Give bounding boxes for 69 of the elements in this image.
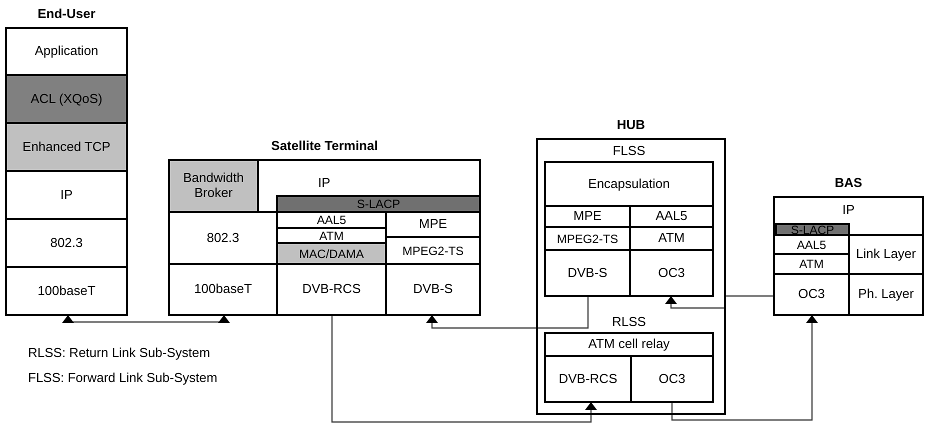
protocol-layer-box bbox=[630, 206, 713, 227]
layer-label: DVB-S bbox=[412, 282, 454, 297]
stack-title: Satellite Terminal bbox=[270, 138, 379, 153]
layer-label: 802.3 bbox=[206, 230, 240, 246]
protocol-layer-box bbox=[545, 206, 630, 227]
protocol-layer-box bbox=[277, 196, 480, 212]
connector-arrow bbox=[62, 315, 230, 323]
connector-arrow bbox=[426, 296, 589, 329]
layer-label: ATM bbox=[657, 231, 686, 246]
protocol-layer-box bbox=[545, 227, 630, 250]
layer-label: DVB-RCS bbox=[301, 282, 362, 297]
protocol-layer-box bbox=[258, 160, 480, 212]
layer-label: IP bbox=[317, 176, 332, 191]
subsystem-title: RLSS bbox=[611, 314, 647, 329]
layer-label: 100baseT bbox=[193, 282, 253, 297]
connector-arrow bbox=[671, 315, 818, 421]
layer-label: ATM bbox=[318, 230, 345, 242]
protocol-layer-box bbox=[774, 235, 849, 254]
layer-label: Application bbox=[34, 44, 100, 59]
layer-label: Ph. Layer bbox=[857, 287, 915, 302]
protocol-layer-box bbox=[6, 75, 127, 123]
layer-label: 100baseT bbox=[36, 284, 96, 298]
stack-title: End-User bbox=[36, 6, 96, 21]
layer-label: MPEG2-TS bbox=[401, 244, 465, 256]
protocol-layer-box bbox=[776, 224, 849, 235]
layer-label: 802.3 bbox=[49, 236, 84, 250]
protocol-layer-box bbox=[277, 243, 386, 264]
layer-label: Encapsulation bbox=[587, 176, 671, 192]
protocol-layer-box bbox=[386, 212, 480, 237]
layer-label: IP bbox=[59, 188, 74, 202]
layer-label: ACL (XQoS) bbox=[30, 92, 104, 106]
layer-label: AAL5 bbox=[796, 238, 828, 250]
stack-title: BAS bbox=[834, 175, 864, 190]
layer-label: MAC/DAMA bbox=[298, 248, 365, 260]
layer-label: DVB-RCS bbox=[558, 372, 618, 386]
protocol-layer-box bbox=[774, 254, 849, 274]
layer-label: Bandwidth Broker bbox=[182, 171, 245, 201]
layer-label: MPE bbox=[572, 209, 603, 224]
layer-label: OC3 bbox=[658, 372, 686, 386]
layer-label: S-LACP bbox=[790, 224, 836, 236]
protocol-layer-box bbox=[277, 212, 386, 228]
note-text: FLSS: Forward Link Sub-System bbox=[28, 370, 218, 385]
layer-label: ATM cell relay bbox=[587, 337, 671, 352]
layer-label: S-LACP bbox=[356, 198, 402, 210]
protocol-layer-box bbox=[630, 227, 713, 250]
layer-label: Link Layer bbox=[855, 247, 917, 262]
subsystem-title: FLSS bbox=[612, 143, 646, 158]
layer-label: OC3 bbox=[797, 287, 826, 302]
layer-label: ATM bbox=[798, 258, 825, 270]
connector-arrow bbox=[331, 315, 597, 423]
protocol-layer-box bbox=[6, 123, 127, 171]
protocol-layer-box bbox=[169, 160, 258, 212]
layer-label: AAL5 bbox=[654, 209, 688, 224]
protocol-layer-box bbox=[169, 212, 277, 264]
layer-label: AAL5 bbox=[316, 214, 348, 226]
note-text: RLSS: Return Link Sub-System bbox=[28, 345, 210, 360]
protocol-layer-box bbox=[6, 171, 127, 219]
protocol-layer-box bbox=[386, 237, 480, 264]
protocol-layer-box bbox=[277, 264, 386, 315]
stack-title: HUB bbox=[616, 117, 646, 132]
layer-label: DVB-S bbox=[566, 266, 608, 280]
protocol-layer-box bbox=[849, 235, 923, 274]
layer-label: OC3 bbox=[657, 266, 686, 280]
layer-label: MPEG2-TS bbox=[556, 232, 620, 244]
layer-label: IP bbox=[841, 203, 856, 218]
protocol-layer-box bbox=[277, 228, 386, 243]
layer-label: Enhanced TCP bbox=[22, 140, 112, 154]
connector-arrow bbox=[665, 295, 774, 309]
layer-label: MPE bbox=[418, 217, 448, 232]
